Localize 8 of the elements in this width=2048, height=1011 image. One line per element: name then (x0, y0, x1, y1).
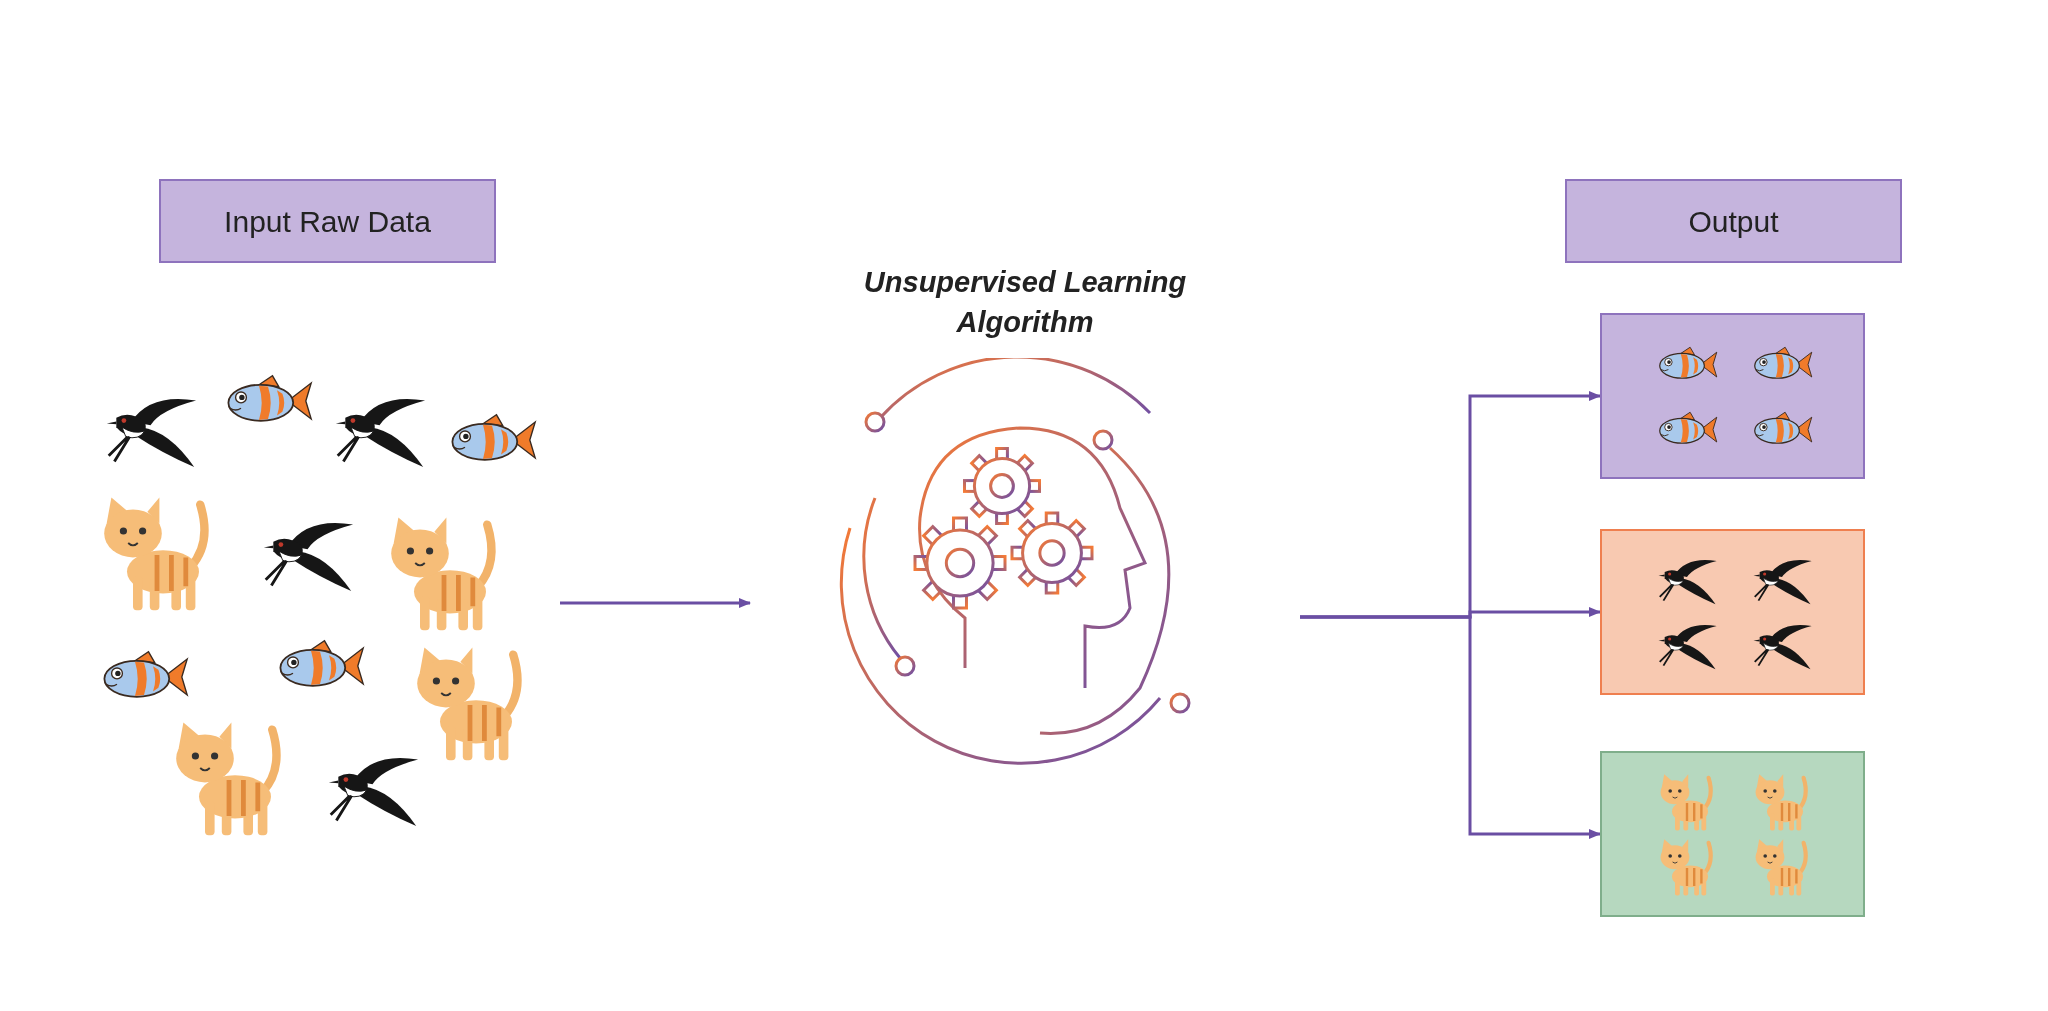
label-box: Input Raw Data (159, 179, 496, 263)
cluster-box (1600, 313, 1865, 479)
algorithm-title: Unsupervised Learning Algorithm (862, 265, 1188, 340)
cluster-box (1600, 751, 1865, 917)
arrow (560, 598, 751, 608)
arrow (1300, 615, 1601, 839)
cluster-box (1600, 529, 1865, 695)
label-box: Output (1565, 179, 1902, 263)
